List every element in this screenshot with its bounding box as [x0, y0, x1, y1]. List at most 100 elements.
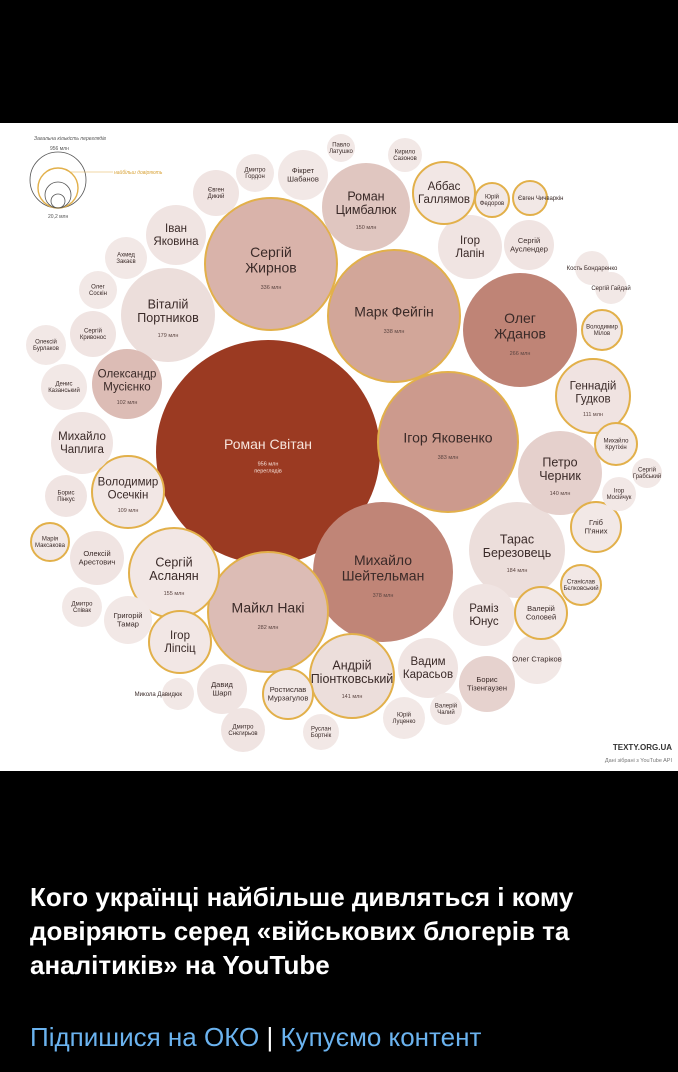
bubble-circle [221, 708, 265, 752]
bubble-circle [383, 697, 425, 739]
bubble-name: Чалий [437, 709, 455, 716]
bubble-name: Лапін [455, 248, 484, 260]
source-brand: TEXTY.ORG.UA [613, 743, 672, 752]
bubble-name: Ліпсіц [164, 643, 196, 655]
bubble-name: Жирнов [245, 259, 297, 275]
bubble-name: Шабанов [287, 174, 319, 183]
bubble-name: Євген [208, 188, 224, 194]
bubble-name: Борис [476, 675, 497, 684]
bubble-name: Раміз [469, 603, 498, 615]
bubble[interactable]: Сергій Гайдай [591, 272, 631, 304]
bubble-name: Гліб [589, 518, 603, 527]
legend-gold-label: найбільш довіряють [114, 169, 163, 176]
bubble[interactable]: Олег Старіков [512, 634, 562, 684]
legend-title: Загальна кількість переглядів [34, 136, 106, 142]
bubble-name: Володимир [586, 325, 618, 331]
bubble-circle [309, 633, 395, 719]
bubble-value: 111 млн [583, 412, 603, 418]
bubble-name: Євген Чичваркін [518, 196, 563, 202]
bubble[interactable]: Євген Чичваркін [512, 180, 563, 216]
bubble-name: Ігор Яковенко [403, 430, 492, 446]
bubble-chart-image[interactable]: Загальна кількість переглядів 956 млн на… [0, 123, 678, 771]
bubble-name: Фікрет [292, 166, 315, 175]
buy-content-link[interactable]: Купуємо контент [280, 1022, 482, 1052]
bubble-circle [41, 364, 87, 410]
bubble-circle [262, 668, 314, 720]
bubble-value: 282 млн [258, 625, 279, 631]
bubble-name: Луценко [392, 719, 416, 725]
bubble[interactable]: Микола Давидюк [135, 678, 194, 710]
bubble-value: 179 млн [158, 333, 179, 339]
bubble-circle [148, 610, 212, 674]
bubble[interactable]: Майкл Накі 282 млн [207, 551, 329, 673]
bubble-name: Мосійчук [607, 494, 632, 501]
bubble-circle [193, 170, 239, 216]
bubble-name: Юнус [469, 616, 499, 628]
bubble-value: 109 млн [118, 508, 139, 514]
bubble-circle [45, 475, 87, 517]
bubble-circle [463, 273, 577, 387]
bubble-name: Карасьов [403, 669, 453, 681]
bubble-circle [91, 455, 165, 529]
bubble-circle [438, 215, 502, 279]
bubble-name: Володимир [98, 477, 159, 489]
subscribe-link[interactable]: Підпишися на ОКО [30, 1022, 260, 1052]
bubble-name: Геннадій [570, 381, 617, 393]
bubble-circle [327, 134, 355, 162]
bubble-circle [104, 596, 152, 644]
bubble-name: Майкл Накі [232, 600, 305, 616]
